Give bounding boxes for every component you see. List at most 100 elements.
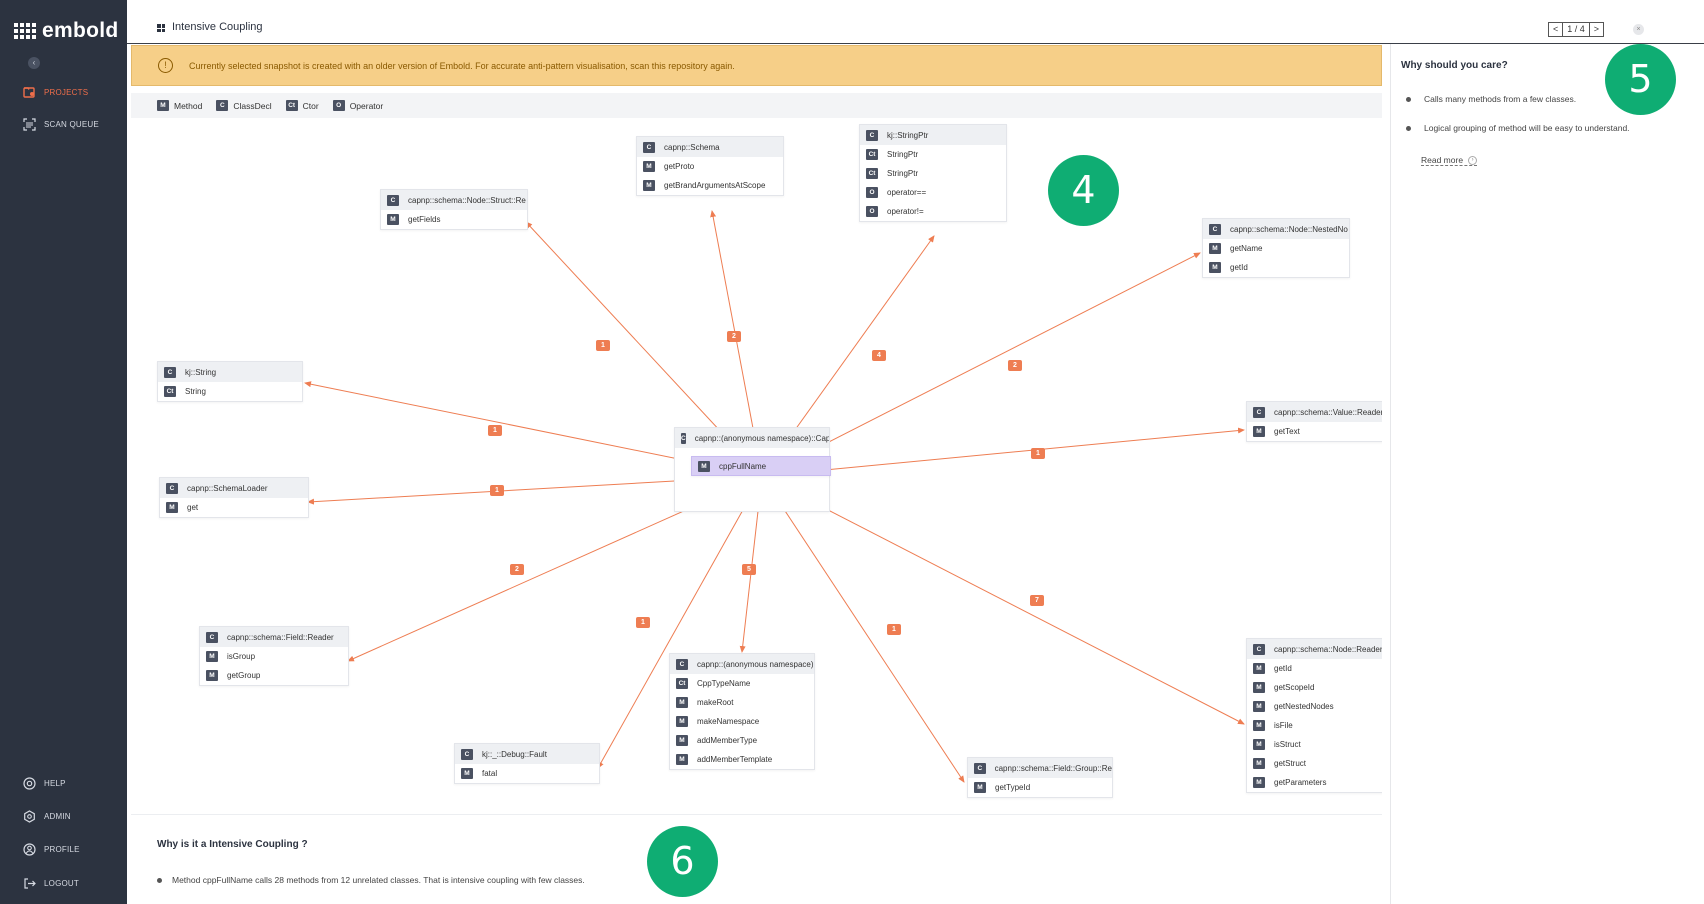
read-more-link[interactable]: Read more› [1421,155,1478,166]
class-badge: C [1253,643,1265,655]
close-button[interactable]: × [1633,24,1644,35]
why-is-item: Method cppFullName calls 28 methods from… [157,875,585,885]
edge-count-label: 2 [727,331,741,342]
why-care-title: Why should you care? [1401,60,1508,71]
why-is-title: Why is it a Intensive Coupling ? [157,839,308,850]
class-node-header: capnp::schema::Value::Reader [1274,407,1382,417]
member-type-badge: M [206,670,218,681]
class-node-header: kj::_::Debug::Fault [482,749,547,759]
method-badge: M [698,460,710,472]
sidebar-item-scan-queue[interactable]: SCAN QUEUE [22,117,99,131]
member-label: getText [1274,427,1300,436]
edge-count-label: 4 [872,350,886,361]
member-label: getGroup [227,671,261,680]
warning-text: Currently selected snapshot is created w… [189,60,735,71]
member-label: getStruct [1274,759,1307,768]
embold-logo[interactable]: embold [14,16,118,46]
sidebar-item-admin[interactable]: ADMIN [22,809,71,823]
member-label: addMemberType [697,736,758,745]
scan-queue-icon [22,117,36,131]
edge-count-label: 7 [1030,595,1044,606]
class-node-header: capnp::schema::Field::Group::Re [994,763,1112,773]
prev-page-button[interactable]: < [1549,23,1564,36]
member-type-badge: M [643,180,655,191]
sidebar-item-label: SCAN QUEUE [44,119,99,129]
member-type-badge: O [866,206,878,217]
member-type-badge: M [461,768,473,779]
bullet-icon [1406,96,1411,102]
member-type-badge: O [866,187,878,198]
callout-marker-4: 4 [1048,155,1119,226]
edge-count-label: 2 [1008,360,1022,371]
sidebar: embold ‹ PROJECTS SCAN QUEUE HELP ADMIN … [0,0,127,904]
class-badge: C [166,482,178,494]
class-node-header: capnp::schema::Field::Reader [227,632,334,642]
member-type-badge: M [1253,758,1265,769]
profile-icon [22,842,36,856]
member-type-badge: M [676,754,688,765]
bullet-icon [1406,125,1411,131]
member-label: operator== [887,188,927,197]
edge-count-label: 5 [742,564,756,575]
class-node-header: kj::String [185,367,217,377]
sidebar-item-logout[interactable]: LOGOUT [22,876,79,890]
right-panel: Why should you care? Calls many methods … [1390,44,1704,904]
sidebar-item-projects[interactable]: PROJECTS [22,85,88,99]
dependency-edge [761,252,1201,477]
edge-count-label: 2 [510,564,524,575]
member-type-badge: M [1209,243,1221,254]
sidebar-item-label: HELP [44,778,66,788]
member-type-badge: M [1253,739,1265,750]
member-label: isGroup [227,652,256,661]
member-label: makeNamespace [697,717,760,726]
class-node-header: capnp::SchemaLoader [187,483,268,493]
sidebar-item-help[interactable]: HELP [22,776,66,790]
collapse-sidebar-button[interactable]: ‹ [28,57,40,69]
member-type-badge: Ct [866,168,878,179]
sidebar-item-profile[interactable]: PROFILE [22,842,80,856]
next-page-button[interactable]: > [1593,24,1600,34]
